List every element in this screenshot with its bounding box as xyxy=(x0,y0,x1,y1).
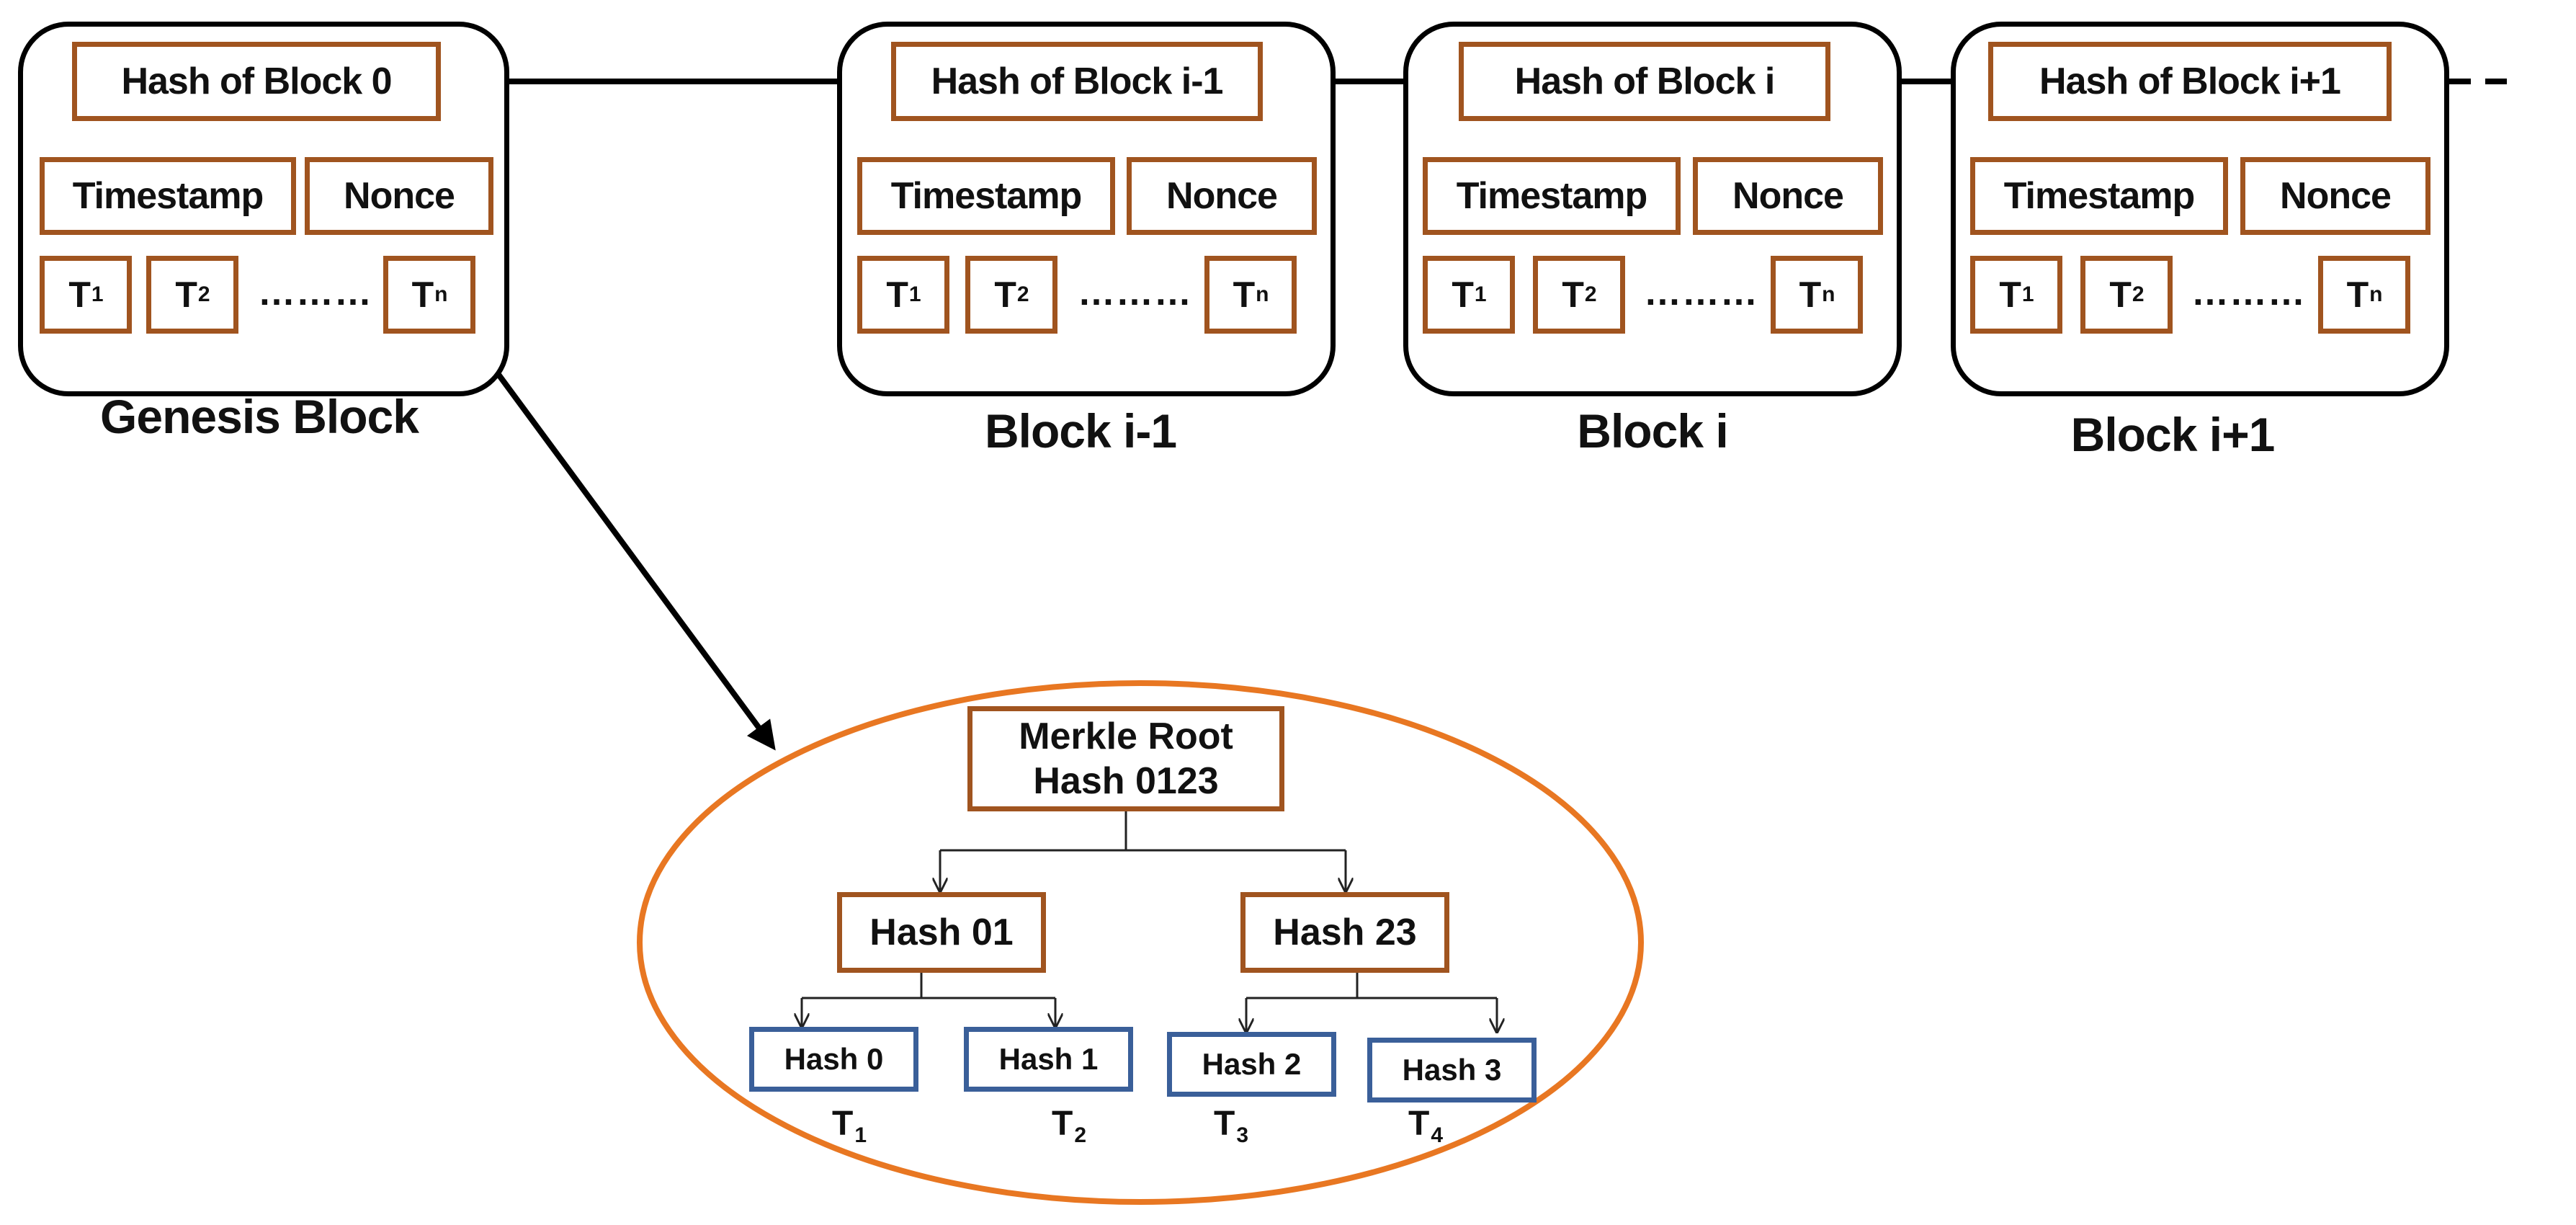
root-branch xyxy=(940,807,1346,891)
transactions-ellipsis: ……… xyxy=(1078,272,1192,313)
block-label: Block i-1 xyxy=(984,404,1177,458)
block-hash-field: Hash of Block 0 xyxy=(72,42,441,121)
leaf-transaction-label: T2 xyxy=(1052,1105,1087,1147)
timestamp-field: Timestamp xyxy=(1970,157,2228,235)
nonce-field: Nonce xyxy=(1127,157,1317,235)
block-hash-field: Hash of Block i xyxy=(1459,42,1830,121)
hash01-branch xyxy=(802,969,1055,1027)
merkle-root-title: Merkle Root xyxy=(1019,715,1233,757)
leaf-transaction-label: T3 xyxy=(1214,1105,1249,1147)
block-label: Block i+1 xyxy=(2070,408,2276,461)
block-hash-field: Hash of Block i+1 xyxy=(1988,42,2392,121)
leaf-transaction-label: T4 xyxy=(1408,1105,1444,1147)
hash-01-node: Hash 01 xyxy=(837,892,1046,973)
leaf-hash-3: Hash 3 xyxy=(1367,1038,1537,1102)
hash23-branch xyxy=(1246,969,1497,1032)
timestamp-field: Timestamp xyxy=(857,157,1115,235)
timestamp-field: Timestamp xyxy=(1423,157,1681,235)
transactions-ellipsis: ……… xyxy=(258,272,372,313)
leaf-hash-2: Hash 2 xyxy=(1167,1032,1336,1097)
block-label: Block i xyxy=(1577,404,1728,458)
merkle-root-hash: Hash 0123 xyxy=(1033,760,1219,802)
nonce-field: Nonce xyxy=(2240,157,2430,235)
nonce-field: Nonce xyxy=(305,157,493,235)
hash-23-node: Hash 23 xyxy=(1240,892,1449,973)
nonce-field: Nonce xyxy=(1693,157,1883,235)
tn-to-merkle-arrow xyxy=(464,329,776,751)
transactions-ellipsis: ……… xyxy=(1644,272,1758,313)
timestamp-field: Timestamp xyxy=(40,157,296,235)
transactions-ellipsis: ……… xyxy=(2191,272,2306,313)
leaf-hash-0: Hash 0 xyxy=(749,1027,918,1092)
block-label: Genesis Block xyxy=(100,390,419,443)
merkle-root-node: Merkle Root Hash 0123 xyxy=(967,706,1284,811)
block-hash-field: Hash of Block i-1 xyxy=(891,42,1263,121)
merkle-tree-ellipse xyxy=(637,680,1644,1205)
leaf-hash-1: Hash 1 xyxy=(964,1027,1133,1092)
leaf-transaction-label: T1 xyxy=(832,1105,867,1147)
